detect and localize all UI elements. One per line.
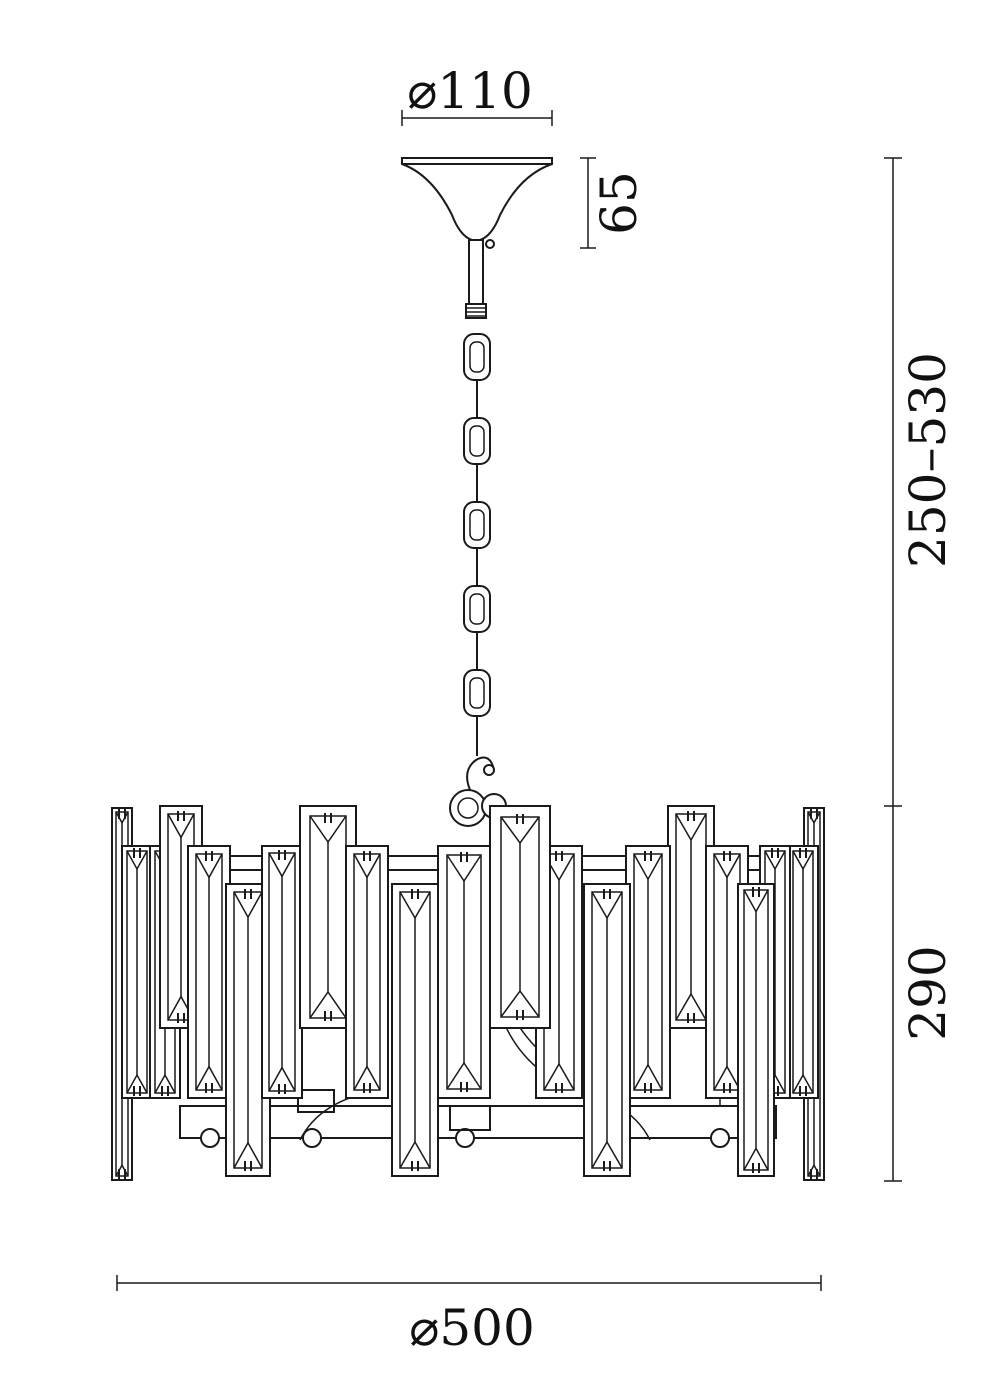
crystal-prism: [787, 845, 819, 1099]
canopy-diameter-dimension: ⌀110: [401, 62, 553, 126]
body-diameter-label: ⌀500: [409, 1299, 535, 1357]
canopy-diameter-label: ⌀110: [407, 62, 533, 120]
body-height-label: 290: [899, 945, 957, 1040]
body-height-dimension: 290: [884, 806, 957, 1182]
crystal-prism: [121, 845, 153, 1099]
crystal-prism: [625, 845, 671, 1099]
crystal-prism: [391, 883, 439, 1177]
crystal-prism: [261, 845, 303, 1099]
crystal-prism: [437, 845, 491, 1099]
crystal-prisms: [111, 805, 825, 1181]
canopy-height-label: 65: [590, 171, 648, 235]
crystal-prism: [345, 845, 389, 1099]
crystal-prism: [489, 805, 551, 1029]
canopy-height-dimension: 65: [580, 157, 648, 249]
suspension-length-dimension: 250–530: [884, 157, 957, 807]
ceiling-canopy: [401, 157, 553, 249]
crystal-prism: [737, 883, 775, 1177]
suspension-rod: [465, 239, 487, 319]
suspension-chain: [449, 333, 507, 827]
suspension-length-label: 250–530: [899, 352, 957, 568]
crystal-prism: [187, 845, 231, 1099]
crystal-prism: [583, 883, 631, 1177]
body-diameter-dimension: ⌀500: [116, 1275, 822, 1357]
